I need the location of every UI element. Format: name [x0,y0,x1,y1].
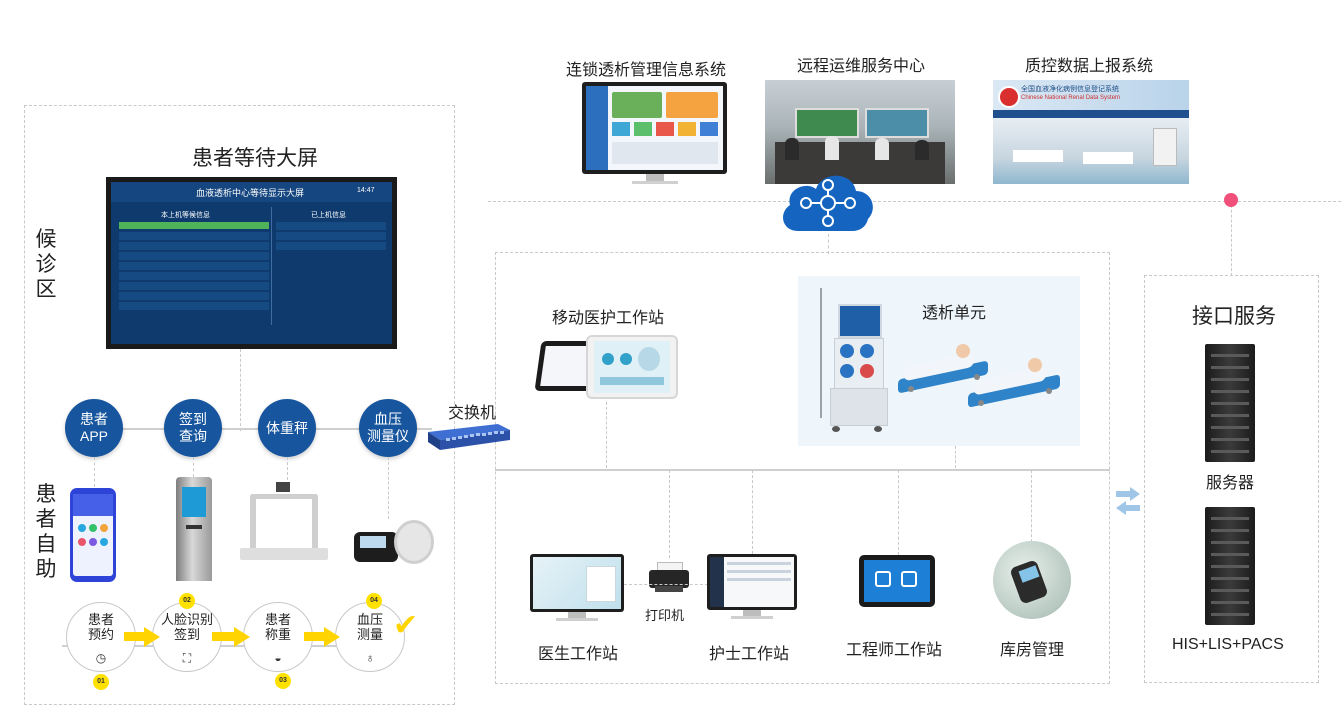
his-lis-pacs-label: HIS+LIS+PACS [1172,636,1284,653]
mobile-tablets [534,333,678,401]
interface-title: 接口服务 [1192,305,1276,328]
steps-baseline [62,645,402,647]
kiosk-drop-line [193,457,194,477]
mobile-drop-line [606,402,607,468]
tablet-tools-icon [901,571,917,587]
mobile-station-title: 移动医护工作站 [552,310,665,327]
self-service-label: 患者自助 [35,483,57,581]
pink-dot [1224,193,1238,207]
face-scan-icon: ⛶ [182,651,192,665]
step-3-circle [243,602,313,672]
checkin-query-circle[interactable]: 签到 查询 [164,399,222,457]
top-system-title-1: 连锁透析管理信息系统 [566,62,727,79]
weight-scale [240,482,328,562]
cloud-network-icon [776,163,880,235]
bp-drop-line [388,457,389,519]
nurse-workstation-label: 护士工作站 [709,646,790,663]
checkmark-icon: ✔ [393,609,419,642]
tablet-home-icon [875,571,891,587]
server-rack-1 [1205,344,1255,462]
step-4-circle [335,602,405,672]
top-system-title-3: 质控数据上报系统 [1025,58,1154,75]
pink-dot-drop-line [1231,200,1232,276]
engineer-workstation-label: 工程师工作站 [846,642,943,659]
step-1-num: 01 [93,674,109,690]
waiting-screen-title: 患者等待大屏 [192,147,318,170]
step-arrow-2-icon [234,627,250,647]
doctor-workstation-monitor [530,554,624,624]
top-backbone-line [488,201,1341,202]
patient-bed-2 [968,358,1060,418]
engineer-drop-line [898,470,899,555]
screen-time: 14:47 [357,187,375,194]
step-arrow-3-icon [324,627,340,647]
dialysis-unit-title: 透析单元 [922,305,987,322]
engineer-tablet [859,555,935,607]
warehouse-label: 库房管理 [1000,642,1065,659]
network-bus-line [495,469,1110,471]
doctor-drop-line [669,470,670,558]
waiting-area-label: 候诊区 [35,228,57,301]
step-3-label: 患者 称重 [264,612,291,642]
patient-bed-1 [898,344,988,402]
step-4-num: 04 [366,593,382,609]
weight-scale-circle[interactable]: 体重秤 [258,399,316,457]
main-network-box [495,252,1110,684]
switch-label: 交换机 [448,405,497,422]
checkin-kiosk [176,477,212,581]
scale-drop-line [287,457,288,485]
step-2-num: 02 [179,593,195,609]
printer-icon [649,562,689,594]
waiting-display-screen: 血液透析中心等待显示大屏 14:47 本上机等候信息 已上机信息 [106,177,397,349]
cloud-drop-line [828,234,829,254]
warehouse-drop-line [1031,470,1032,542]
screen-header: 血液透析中心等待显示大屏 [196,188,305,198]
step-3-num: 03 [275,673,291,689]
server-rack-2 [1205,507,1255,625]
patient-app-phone [70,488,116,582]
waiting-area-box [24,105,455,705]
patient-app-circle[interactable]: 患者 APP [65,399,123,457]
dialysis-drop-line [955,446,956,468]
printer-label: 打印机 [645,608,685,623]
screen-right-tab: 已上机信息 [311,212,346,219]
top-system-title-2: 远程运维服务中心 [797,58,926,75]
step-arrow-2-bar [212,632,236,641]
qc-system-photo: 全国血液净化病例信息登记系统 Chinese National Renal Da… [993,80,1189,184]
printer-connector [624,584,708,585]
sync-arrows-icon [1114,487,1142,515]
step-arrow-1-icon [144,627,160,647]
step-arrow-3-bar [304,632,326,641]
step-1-label: 患者 预约 [87,612,114,642]
bp-monitor-circle[interactable]: 血压 测量仪 [359,399,417,457]
screen-left-tab: 本上机等候信息 [161,212,210,219]
chain-system-monitor [582,82,727,184]
doctor-workstation-label: 医生工作站 [538,646,619,663]
scale-icon: ◒ [274,651,282,665]
server-label: 服务器 [1206,475,1255,492]
qc-banner-title: 全国血液净化病例信息登记系统 [1021,86,1119,93]
network-switch [428,422,510,452]
stethoscope-icon: ♁ [365,651,375,665]
qc-banner-subtitle: Chinese National Renal Data System [1021,95,1121,101]
dialysis-machine [816,288,888,432]
remote-ops-photo [765,80,955,184]
step-4-label: 血压 测量 [356,612,383,642]
step-2-label: 人脸识别 签到 [160,612,213,642]
nurse-workstation-monitor [707,554,797,624]
clock-icon: ◷ [95,651,107,665]
screen-drop-line [240,349,241,431]
app-drop-line [94,457,95,487]
warehouse-scanner-photo [993,541,1071,619]
step-arrow-1-bar [124,632,146,641]
nurse-drop-line [752,470,753,554]
bp-monitor [354,520,434,570]
